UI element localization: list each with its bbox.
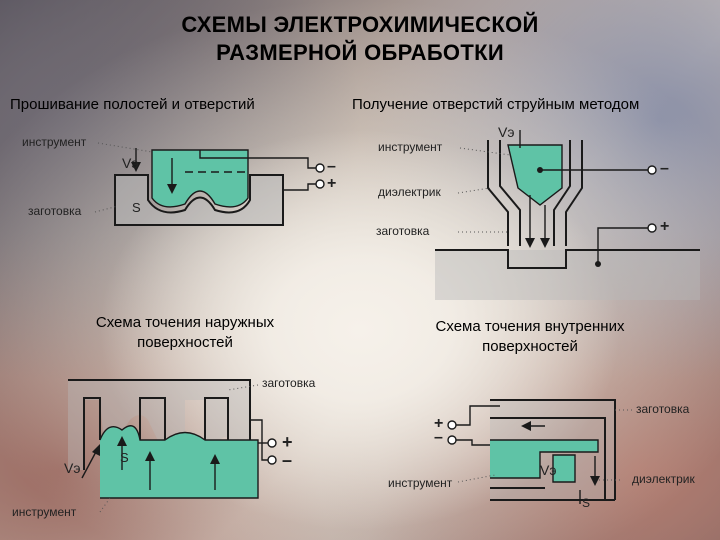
caption-top-left: Прошивание полостей и отверстий [10,96,255,113]
piercing-tool [152,150,248,207]
caption-top-right: Получение отверстий струйным методом [352,96,640,113]
label-piercing-v: Vэ [122,155,139,171]
piercing-workpiece [115,175,283,225]
label-ext-workpiece: заготовка [262,376,316,390]
label-jet-v: Vэ [498,124,515,140]
label-int-tool: инструмент [388,476,453,490]
label-piercing-minus: – [327,158,336,175]
label-jet-plus: + [660,218,670,235]
diagram-external-turning [68,379,277,513]
label-int-workpiece: заготовка [636,402,690,416]
jet-workpiece [435,250,700,300]
title-line-2: РАЗМЕРНОЙ ОБРАБОТКИ [216,40,504,65]
title-line-1: СХЕМЫ ЭЛЕКТРОХИМИЧЕСКОЙ [181,12,539,37]
label-piercing-tool: инструмент [22,135,87,149]
int-tool [490,440,598,478]
label-ext-plus: + [282,432,293,452]
caption-bottom-left-2: поверхностей [137,334,233,351]
ext-tool [100,425,258,498]
label-int-minus: – [434,429,443,446]
label-int-plus: + [434,415,444,432]
label-ext-minus: – [282,450,293,470]
label-piercing-s: S [132,200,141,215]
label-jet-dielectric: диэлектрик [378,185,441,199]
ext-workpiece [68,380,250,470]
diagram-piercing [94,142,325,226]
caption-bottom-right-2: поверхностей [482,338,578,355]
label-ext-v: Vэ [64,460,81,476]
caption-bottom-left-1: Схема точения наружных [95,314,275,331]
label-int-v: Vэ [540,462,557,478]
label-piercing-plus: + [327,175,337,192]
diagram-jet [435,130,700,300]
label-jet-tool: инструмент [378,140,443,154]
label-piercing-workpiece: заготовка [28,204,82,218]
label-jet-workpiece: заготовка [376,224,430,238]
label-int-dielectric: диэлектрик [632,472,695,486]
jet-tool [508,145,562,205]
diagram-internal-turning [447,399,632,504]
caption-bottom-right-1: Схема точения внутренних [435,318,625,335]
label-ext-tool: инструмент [12,505,77,519]
label-int-s: S [582,496,591,510]
label-ext-s: S [120,450,129,465]
label-jet-minus: – [660,160,669,177]
